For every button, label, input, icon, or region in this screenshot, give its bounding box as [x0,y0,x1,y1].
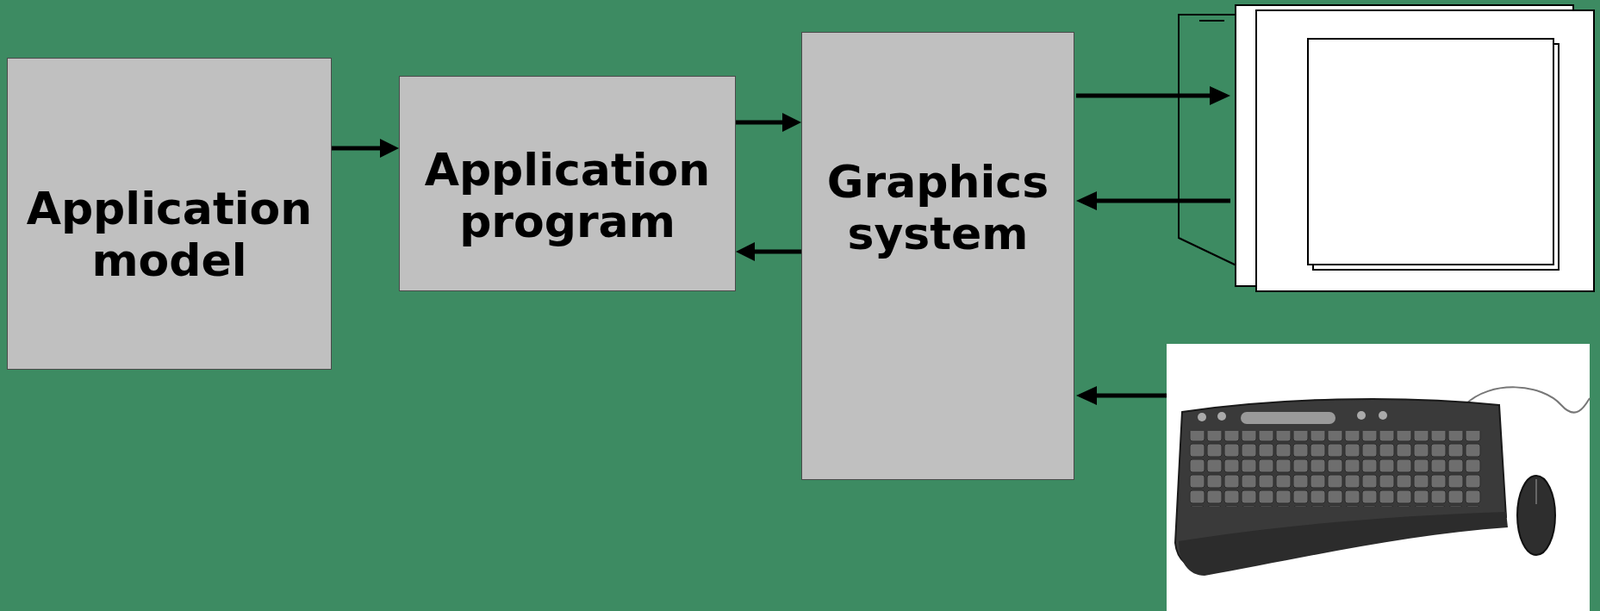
box-label: Graphics system [802,155,1074,260]
flow-arrow [331,138,399,158]
process-box: Application program [398,75,736,292]
device-arrows [1076,86,1231,405]
monitor-picture [1178,5,1594,292]
keyboard-picture [1166,343,1590,611]
process-box: Application model [6,57,332,370]
process-box: Graphics system [801,31,1075,480]
box-label: Application program [399,143,735,248]
flow-arrow [735,112,802,132]
box-label: Application model [7,182,331,287]
flow-arrow [735,242,802,262]
